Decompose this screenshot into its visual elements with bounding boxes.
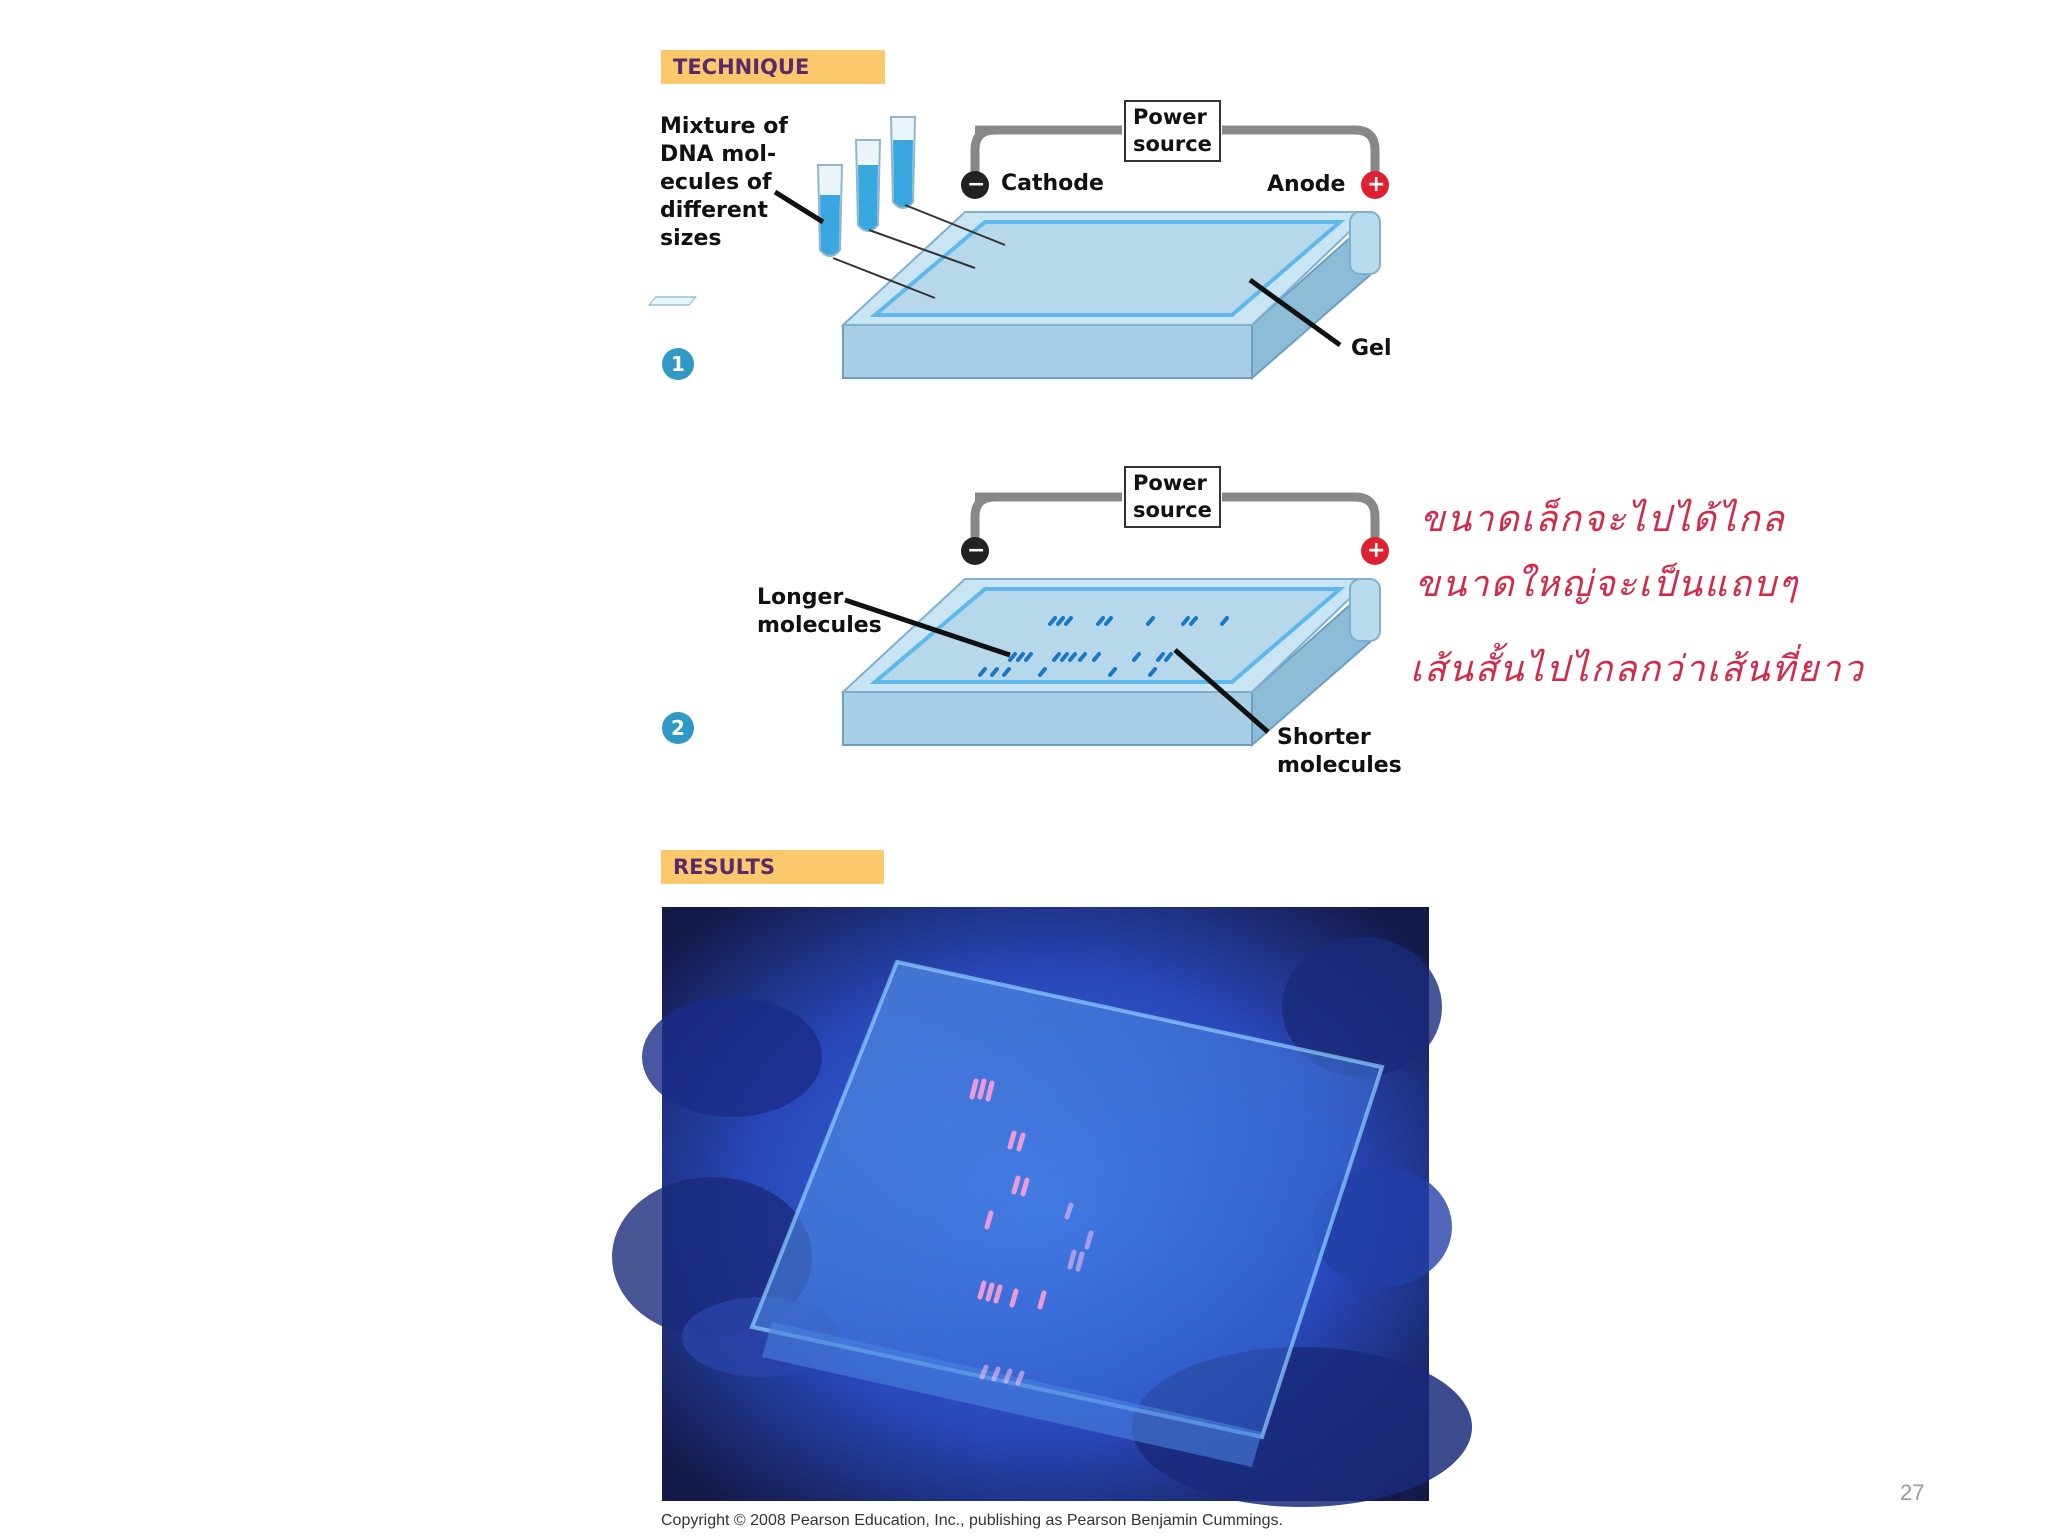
longer-molecules-label: Longer molecules bbox=[757, 585, 882, 638]
cathode-label: Cathode bbox=[1001, 171, 1104, 196]
handwritten-note-line-1: ขนาดเล็กจะไปได้ไกล bbox=[1420, 499, 1786, 540]
results-banner: RESULTS bbox=[661, 850, 884, 884]
technique-banner: TECHNIQUE bbox=[661, 50, 885, 84]
anode-label: Anode bbox=[1267, 172, 1346, 197]
mixture-label: Mixture of DNA mol- ecules of different … bbox=[660, 114, 788, 251]
step-1-badge: 1 bbox=[662, 348, 694, 380]
gel-label: Gel bbox=[1351, 336, 1392, 361]
power-source-box-2: Power source bbox=[1124, 466, 1221, 528]
cathode-symbol-1: − bbox=[967, 172, 986, 197]
handwritten-note-line-3: เส้นสั้นไปไกลกว่าเส้นที่ยาว bbox=[1410, 649, 1865, 690]
gel-results-photo bbox=[612, 907, 1472, 1507]
anode-symbol-2: + bbox=[1367, 538, 1386, 563]
handwritten-note-line-2: ขนาดใหญ่จะเป็นแถบๆ bbox=[1415, 564, 1800, 605]
copyright-text: Copyright © 2008 Pearson Education, Inc.… bbox=[661, 1512, 1283, 1529]
power-source-box-1: Power source bbox=[1124, 100, 1221, 162]
step-2-badge: 2 bbox=[662, 712, 694, 744]
page-number: 27 bbox=[1900, 1480, 1925, 1505]
shorter-molecules-label: Shorter molecules bbox=[1277, 725, 1402, 778]
cathode-symbol-2: − bbox=[967, 538, 986, 563]
anode-symbol-1: + bbox=[1367, 172, 1386, 197]
